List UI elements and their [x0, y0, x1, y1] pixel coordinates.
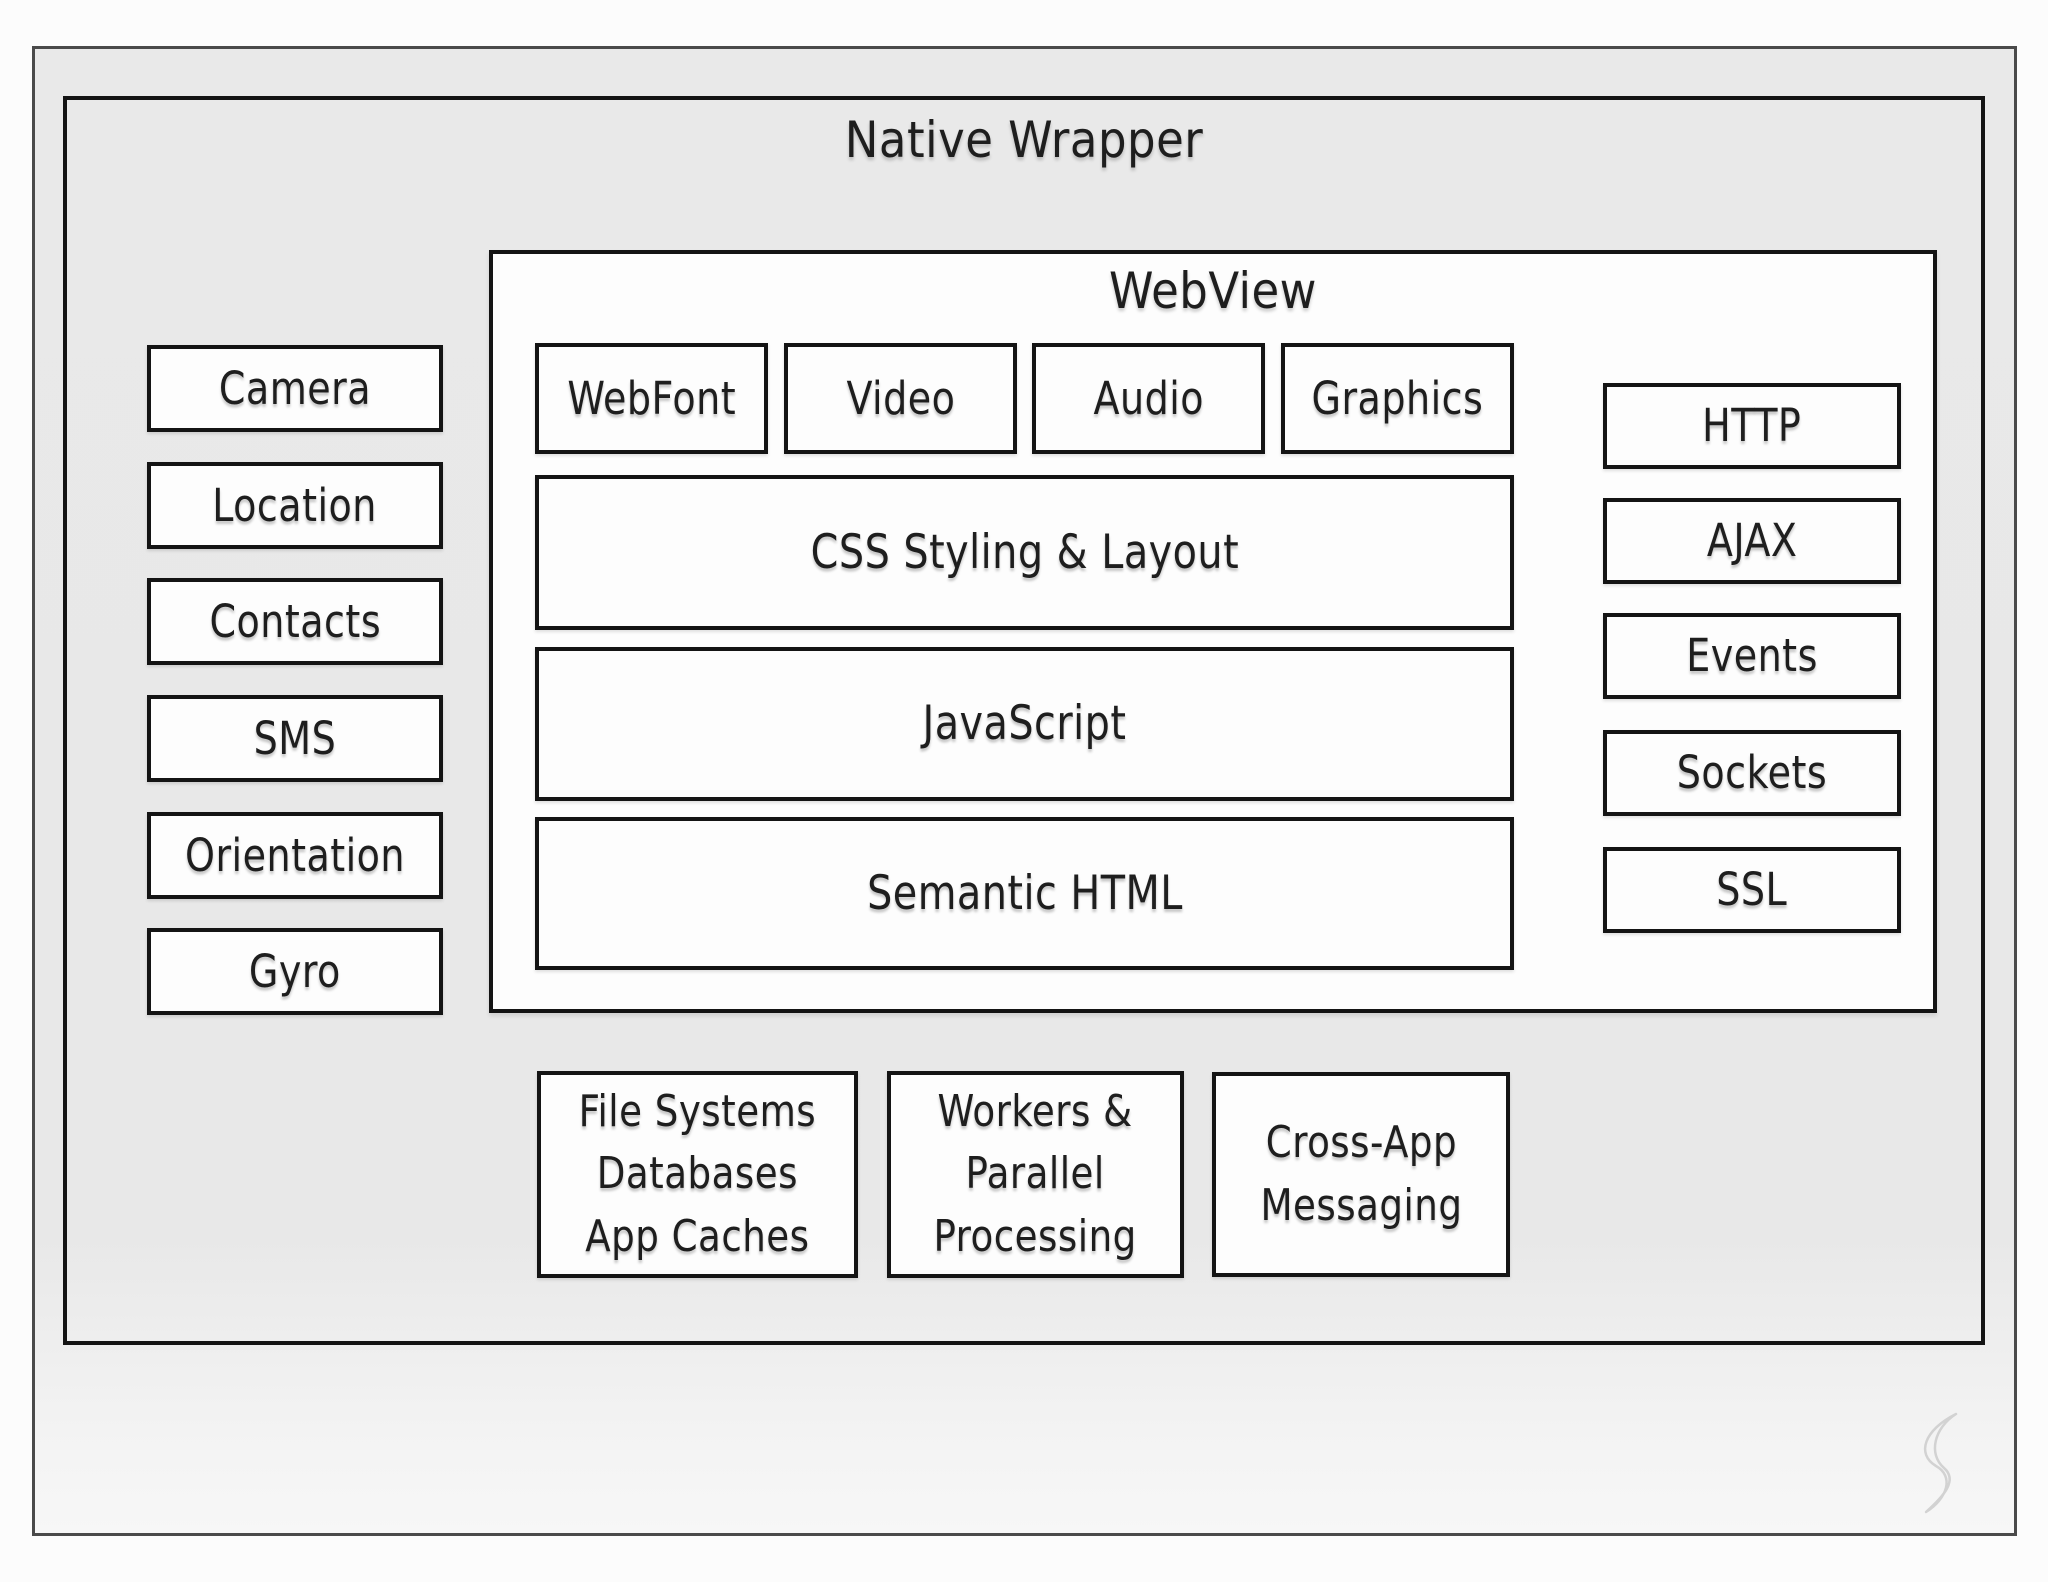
swirl-logo-icon [1923, 1412, 1958, 1514]
media-box-audio: Audio [1032, 343, 1265, 454]
device-box-gyro: Gyro [147, 928, 443, 1015]
network-box-http: HTTP [1603, 383, 1901, 469]
device-box-contacts-label: Contacts [209, 594, 381, 648]
network-box-http-label: HTTP [1702, 399, 1802, 453]
stack-box-javascript: JavaScript [535, 647, 1514, 801]
network-box-sockets-label: Sockets [1676, 746, 1828, 800]
device-box-sms-label: SMS [253, 711, 337, 765]
platform-box-cross-app: Cross-App Messaging [1212, 1072, 1510, 1277]
platform-box-cross-app-label: Cross-App Messaging [1259, 1117, 1463, 1231]
media-box-webfont: WebFont [535, 343, 768, 454]
device-box-camera-label: Camera [218, 361, 372, 415]
platform-box-workers: Workers & Parallel Processing [887, 1071, 1184, 1278]
media-box-graphics-label: Graphics [1311, 371, 1484, 425]
network-box-events: Events [1603, 613, 1901, 699]
platform-box-workers-label: Workers & Parallel Processing [933, 1085, 1138, 1262]
media-box-graphics: Graphics [1281, 343, 1514, 454]
device-box-camera: Camera [147, 345, 443, 432]
device-box-location-label: Location [212, 478, 378, 532]
network-box-ajax: AJAX [1603, 498, 1901, 584]
media-box-video-label: Video [846, 371, 955, 425]
native-wrapper-container [63, 96, 1985, 1345]
device-box-contacts: Contacts [147, 578, 443, 665]
media-box-webfont-label: WebFont [567, 371, 736, 425]
native-wrapper-title: Native Wrapper [844, 111, 1204, 169]
device-box-gyro-label: Gyro [249, 944, 341, 998]
stack-box-javascript-label: JavaScript [922, 696, 1127, 752]
platform-box-storage: File Systems Databases App Caches [537, 1071, 858, 1278]
network-box-ssl: SSL [1603, 847, 1901, 933]
network-box-ajax-label: AJAX [1706, 514, 1798, 568]
stack-box-css-label: CSS Styling & Layout [810, 524, 1239, 580]
platform-box-storage-label: File Systems Databases App Caches [578, 1085, 817, 1262]
media-box-audio-label: Audio [1093, 371, 1204, 425]
network-box-events-label: Events [1686, 629, 1818, 683]
stack-box-semantic-html: Semantic HTML [535, 817, 1514, 970]
media-box-video: Video [784, 343, 1017, 454]
device-box-location: Location [147, 462, 443, 549]
device-box-orientation-label: Orientation [184, 828, 405, 882]
stack-box-css: CSS Styling & Layout [535, 475, 1514, 630]
stack-box-semantic-html-label: Semantic HTML [866, 865, 1183, 921]
device-box-orientation: Orientation [147, 812, 443, 899]
network-box-ssl-label: SSL [1716, 863, 1788, 917]
network-box-sockets: Sockets [1603, 730, 1901, 816]
webview-title: WebView [1109, 262, 1317, 320]
device-box-sms: SMS [147, 695, 443, 782]
